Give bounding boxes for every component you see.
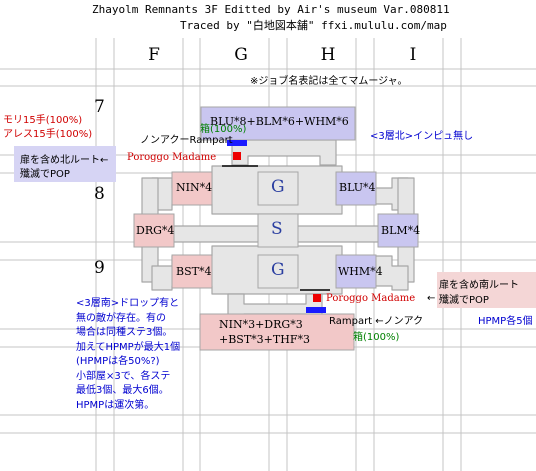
room-label-whm: WHM*4: [338, 265, 383, 278]
south-info-line: 小部屋×3で、各ステ: [76, 370, 171, 382]
door-south-blue: [306, 307, 326, 313]
note-mori: モリ15手(100%): [3, 115, 83, 126]
south-info-line: 無の敵が存在。有の: [76, 312, 166, 324]
room-label-g-top: G: [271, 177, 285, 197]
room-s-center: [257, 213, 299, 248]
note-north-impu: <3層北>インピュ無し: [370, 131, 474, 142]
room-label-g-bottom: G: [271, 260, 285, 280]
south-info-line: (HPMPは各50%?): [76, 356, 160, 367]
room-g-bottom: [257, 254, 299, 289]
room-label-drg: DRG*4: [136, 224, 175, 237]
door-north-blue: [227, 140, 247, 146]
note-poroggo-north: Poroggo Madame: [127, 152, 217, 163]
room-label-nin: NIN*4: [176, 181, 213, 194]
note-box-north: 箱(100%): [200, 124, 247, 135]
note-south-route-2: 殲滅でPOP: [439, 295, 489, 306]
row-label-9: 9: [94, 258, 105, 278]
note-rampart-south: Rampart ←ノンアク: [329, 316, 424, 327]
column-label-i: I: [409, 45, 417, 65]
south-info-line: 最低3個、最大6個。: [76, 385, 169, 396]
note-poroggo-south: Poroggo Madame: [326, 293, 416, 304]
room-bst: [171, 254, 213, 289]
room-north-big: [200, 106, 356, 141]
room-blm: [377, 213, 419, 248]
room-label-south-big-1: NIN*3+DRG*3: [219, 318, 303, 331]
room-blu: [335, 171, 377, 206]
note-poroggo-south-arrow: ←: [427, 293, 436, 304]
south-route-box: [437, 272, 536, 308]
room-label-north-big: BLU*8+BLM*6+WHM*6: [210, 115, 349, 128]
room-south-big: [199, 313, 355, 351]
south-info-line: <3層南>ドロップ有と: [76, 298, 180, 309]
row-label-8: 8: [94, 184, 105, 204]
note-job-names: ※ジョブ名表記は全てマムージャ。: [250, 76, 408, 87]
row-label-7: 7: [94, 97, 105, 117]
room-label-blm: BLM*4: [381, 224, 421, 237]
note-nonak-rampart-north: ノンアクーRampart: [140, 135, 233, 146]
south-info-line: 加えてHPMPが最大1個: [76, 341, 181, 353]
marker-north-poroggo: [233, 152, 241, 160]
column-label-g: G: [234, 45, 248, 65]
room-label-bst: BST*4: [176, 265, 212, 278]
grid-lines: [0, 38, 536, 471]
note-box-south: 箱(100%): [353, 332, 400, 343]
column-label-f: F: [148, 45, 160, 65]
room-nin: [171, 171, 213, 206]
room-g-top: [257, 171, 299, 206]
doors: [222, 140, 330, 313]
header-title: Zhayolm Remnants 3F Editted by Air's mus…: [92, 3, 450, 16]
south-info-line: 場合は同種ステ3個。: [76, 327, 173, 338]
note-south-route-1: 扉を含め南ルート: [439, 280, 519, 291]
marker-south-poroggo: [313, 294, 321, 302]
room-label-s-center: S: [271, 219, 283, 239]
header-credit: Traced by "白地図本舗" ffxi.mululu.com/map: [180, 19, 447, 32]
note-ares: アレス15手(100%): [3, 129, 93, 140]
south-info-line: HPMPは運次第。: [76, 399, 155, 411]
note-north-route-2: 殲滅でPOP: [20, 169, 70, 180]
room-whm: [335, 254, 377, 289]
south-info-block: <3層南>ドロップ有と 無の敵が存在。有の 場合は同種ステ3個。 加えてHPMP…: [76, 297, 180, 413]
room-drg: [133, 213, 175, 248]
north-route-box: [14, 146, 116, 182]
rooms: [133, 106, 419, 351]
note-north-route-1: 扉を含め北ルート←: [20, 155, 109, 166]
note-hpmp-each: HPMP各5個: [478, 316, 533, 327]
room-label-south-big-2: +BST*3+THF*3: [219, 333, 310, 346]
room-label-blu: BLU*4: [339, 181, 376, 194]
column-label-h: H: [320, 45, 336, 65]
